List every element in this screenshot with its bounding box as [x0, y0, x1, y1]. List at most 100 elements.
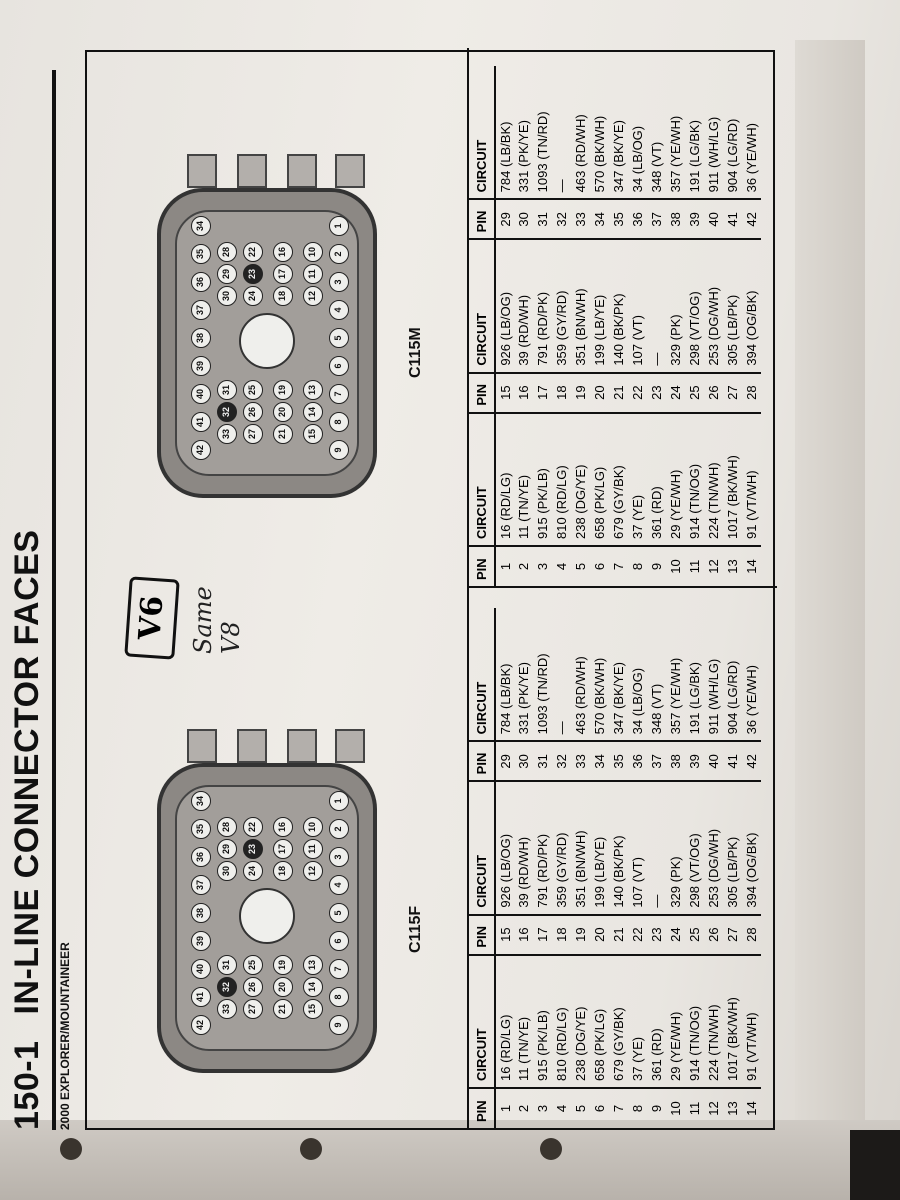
circuit-cell: 224 (TN/WH) [704, 954, 723, 1088]
circuit-cell: 11 (TN/YE) [514, 412, 533, 546]
pin-number-cell: 7 [609, 546, 628, 586]
circuit-cell: 463 (RD/WH) [573, 656, 588, 735]
circuit-cell: 1093 (TN/RD) [535, 653, 550, 735]
pin-number-cell: 3 [533, 546, 552, 586]
circuit-cell: 37 (YE) [628, 412, 647, 546]
pin-6: 6 [329, 356, 349, 376]
circuit-cell: 39 (RD/WH) [514, 239, 533, 373]
circuit-cell: 91 (VT/WH) [742, 954, 761, 1088]
pin-number-cell: 17 [533, 372, 552, 413]
pin-number-cell: 38 [666, 199, 685, 240]
circuit-cell: 1017 (BK/WH) [723, 954, 742, 1088]
circuit-cell: 351 (BN/WH) [571, 781, 590, 915]
circuit-cell: 191 (LG/BK) [687, 662, 702, 735]
circuit-cell: 140 (BK/PK) [609, 781, 628, 915]
pin-number-cell: 42 [742, 741, 761, 782]
pin-number-cell: 28 [742, 372, 761, 413]
circuit-cell: 348 (VT) [649, 683, 664, 735]
pin-number-cell: 23 [647, 914, 666, 955]
pin-13: 13 [303, 955, 323, 975]
pin-number-cell: 7 [609, 1088, 628, 1128]
pin-number-cell: 27 [723, 914, 742, 955]
pin-15: 15 [303, 999, 323, 1019]
pin-number-cell: 5 [571, 1088, 590, 1128]
pin-number-cell: 3 [533, 1088, 552, 1128]
pin-16: 16 [273, 817, 293, 837]
pin-number-cell: 20 [590, 372, 609, 413]
pin-number-cell: 13 [723, 1088, 742, 1128]
pin-14: 14 [303, 402, 323, 422]
pin-42: 42 [191, 440, 211, 460]
circuit-cell: 34 (LB/OG) [630, 125, 645, 193]
pin-number-cell: 30 [514, 741, 533, 782]
pin-number-cell: 13 [723, 546, 742, 586]
pin-1: 1 [329, 216, 349, 236]
circuit-cell: 199 (LB/YE) [590, 781, 609, 915]
pin-36: 36 [191, 272, 211, 292]
book-spine [850, 1130, 900, 1200]
pin-15: 15 [303, 424, 323, 444]
pin-number-cell: 2 [514, 546, 533, 586]
handwritten-note: Same V8 [189, 586, 245, 654]
pin-number-cell: 34 [590, 199, 609, 240]
pin-37: 37 [191, 300, 211, 320]
pin-25: 25 [243, 380, 263, 400]
pin-number-cell: 41 [723, 199, 742, 240]
circuit-cell: 29 (YE/WH) [666, 954, 685, 1088]
pin-number-cell: 35 [609, 741, 628, 782]
pin-35: 35 [191, 244, 211, 264]
center-bolt-hole [239, 313, 295, 369]
circuit-cell: 224 (TN/WH) [704, 412, 723, 546]
pin-number-cell: 33 [571, 741, 590, 782]
pin-1: 1 [329, 791, 349, 811]
circuit-cell: 16 (RD/LG) [495, 412, 514, 546]
circuit-cell: 29 (YE/WH) [666, 412, 685, 546]
pin-12: 12 [303, 861, 323, 881]
pin-13: 13 [303, 380, 323, 400]
pin-number-cell: 2 [514, 1088, 533, 1128]
circuit-cell: 915 (PK/LB) [533, 954, 552, 1088]
circuit-cell: 915 (PK/LB) [533, 412, 552, 546]
pin-number-cell: 39 [685, 741, 704, 782]
pin-number-cell: 33 [571, 199, 590, 240]
pin-number-cell: 40 [704, 199, 723, 240]
pin-number-cell: 26 [704, 914, 723, 955]
pin-22: 22 [243, 242, 263, 262]
pin-7: 7 [329, 959, 349, 979]
table-header-row: PIN CIRCUIT PIN CIRCUIT PIN CIRCUIT [469, 66, 495, 586]
handwritten-box: V6 [124, 576, 180, 660]
pin-17: 17 [273, 839, 293, 859]
circuit-cell: — [554, 179, 569, 193]
pin-38: 38 [191, 903, 211, 923]
circuit-cell: 305 (LB/PK) [723, 239, 742, 373]
circuit-cell: 658 (PK/LG) [590, 954, 609, 1088]
pin-25: 25 [243, 955, 263, 975]
pin-number-cell: 11 [685, 1088, 704, 1128]
pin-19: 19 [273, 955, 293, 975]
pin-number-cell: 10 [666, 546, 685, 586]
circuit-cell: 91 (VT/WH) [742, 412, 761, 546]
circuit-cell: 914 (TN/OG) [685, 954, 704, 1088]
pin-24: 24 [243, 861, 263, 881]
pin-number-cell: 31 [533, 199, 552, 240]
pin-40: 40 [191, 384, 211, 404]
circuit-cell: 331 (PK/YE) [516, 662, 531, 735]
pin-number-cell: 31 [533, 741, 552, 782]
pin-30: 30 [217, 861, 237, 881]
pin-26: 26 [243, 977, 263, 997]
pin-39: 39 [191, 931, 211, 951]
pin-4: 4 [329, 300, 349, 320]
circuit-cell: 658 (PK/LG) [590, 412, 609, 546]
circuit-cell: — [554, 721, 569, 735]
